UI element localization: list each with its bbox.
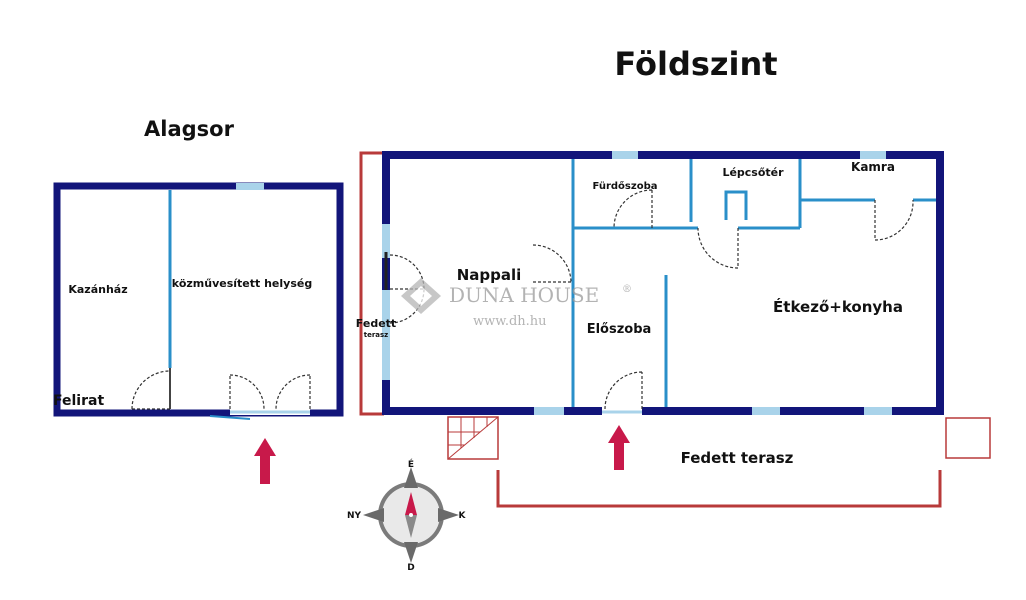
stairwell-door <box>697 227 739 269</box>
front-window-1 <box>534 407 564 415</box>
front-terrace-outline <box>496 470 942 508</box>
front-window-2 <box>752 407 780 415</box>
basement-entrance-arrow <box>254 438 276 484</box>
front-terrace-label: Fedett terasz <box>681 449 794 467</box>
stairwell-label: Lépcsőtér <box>722 166 784 179</box>
watermark-registered: ® <box>622 284 632 295</box>
side-door-glass <box>382 290 390 380</box>
kitchen-label: Étkező+konyha <box>773 297 903 316</box>
basement-plan: Kazánház közművesített helység Felirat <box>53 182 344 484</box>
side-terrace-label-line1: Fedett <box>356 317 396 330</box>
pantry-door <box>874 200 914 241</box>
compass-west-label: NY <box>347 511 362 521</box>
hall-label: Előszoba <box>587 322 652 337</box>
basement-caption-label: Felirat <box>53 393 104 409</box>
main-entrance-door <box>604 371 643 410</box>
ground-floor-plan: Fürdőszoba Lépcsőtér Kamra Nappali Elősz… <box>356 151 991 508</box>
pantry-label: Kamra <box>851 160 895 174</box>
basement-outer-wall <box>53 182 344 417</box>
side-terrace-outline <box>359 151 384 416</box>
compass-north-label: É <box>408 458 414 470</box>
entrance-steps <box>447 416 499 460</box>
basement-title: Alagsor <box>144 117 235 141</box>
basement-window <box>236 183 264 190</box>
boiler-room-label: Kazánház <box>68 283 127 296</box>
main-entrance-arrow <box>608 425 630 470</box>
pantry-window <box>860 151 886 159</box>
compass-needle-south <box>405 515 417 538</box>
compass-south-label: D <box>407 563 414 573</box>
bathroom-label: Fürdőszoba <box>593 180 658 192</box>
watermark-brand: DUNA HOUSE <box>449 283 599 307</box>
compass-needle-north <box>405 492 417 515</box>
basement-entrance-door-left <box>229 374 265 410</box>
utility-room-label: közművesített helység <box>172 277 312 290</box>
living-room-label: Nappali <box>457 266 522 284</box>
living-room-door <box>532 244 572 283</box>
compass-rose: É D K NY <box>347 458 467 573</box>
compass-east-label: K <box>459 511 467 521</box>
side-window <box>382 224 390 258</box>
terrace-post-right <box>945 417 991 459</box>
ground-floor-title: Földszint <box>614 45 777 83</box>
terrace-post-left <box>447 416 499 460</box>
boiler-room-door <box>131 370 171 410</box>
bathroom-door <box>613 189 653 229</box>
bathroom-window <box>612 151 638 159</box>
front-window-3 <box>864 407 892 415</box>
watermark-url: www.dh.hu <box>473 314 547 329</box>
side-terrace-label-line2: terasz <box>364 331 389 339</box>
basement-entrance-door-right <box>275 374 311 410</box>
duna-house-watermark: DUNA HOUSE ® www.dh.hu <box>401 278 632 329</box>
interior-partitions <box>571 159 936 407</box>
